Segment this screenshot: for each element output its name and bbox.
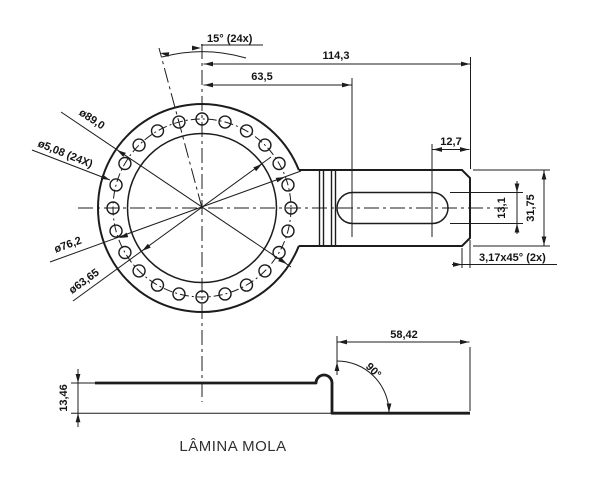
bolt-hole (109, 178, 123, 192)
dim-bend-angle: 90° (334, 360, 392, 414)
dim-chamfer: 3,17x45° (2x) (452, 240, 557, 268)
dim-flat-length: 58,42 (336, 329, 471, 411)
bolt-holes (106, 112, 298, 304)
dim-slot-to-end: 12,7 (431, 136, 470, 237)
bolt-hole (239, 278, 254, 292)
dim-chamfer-label: 3,17x45° (2x) (479, 252, 546, 264)
bolt-hole (132, 264, 146, 278)
slot (336, 191, 449, 225)
bolt-hole (172, 115, 186, 129)
dim-center-to-slot-label: 63,5 (251, 71, 272, 83)
dim-blade-height-label: 13,46 (58, 384, 70, 412)
flange-outline (96, 103, 300, 313)
bolt-hole (258, 138, 272, 152)
side-view: 13,46 58,42 90° (58, 329, 471, 427)
dim-slot-to-end-label: 12,7 (440, 136, 461, 148)
drawing-title: LÂMINA MOLA (179, 438, 286, 455)
blade-profile (95, 373, 470, 415)
bolt-hole (239, 124, 254, 138)
shaft-outline (298, 169, 471, 247)
top-view: 15° (24x) 114,3 63,5 12,7 (31, 33, 557, 402)
centerlines (78, 44, 508, 402)
bolt-hole (118, 156, 132, 171)
dim-flat-length-label: 58,42 (390, 329, 418, 341)
dim-slot-width-label: 13,1 (496, 197, 508, 218)
joint-lines (318, 170, 337, 246)
bolt-hole (109, 224, 123, 238)
bolt-hole (218, 287, 232, 301)
dim-bend-angle-label: 90° (363, 361, 383, 381)
dim-shaft-width: 31,75 (473, 169, 550, 247)
bolt-hole (281, 224, 295, 238)
dim-blade-height: 13,46 (58, 369, 334, 427)
dim-bore-dia: ø63,65 (67, 156, 272, 302)
dim-bore-dia-label: ø63,65 (67, 267, 102, 297)
bolt-hole (106, 201, 120, 215)
bolt-hole (118, 245, 132, 260)
dim-center-to-slot: 63,5 (203, 71, 353, 237)
bolt-hole (258, 264, 272, 278)
bolt-hole (195, 112, 209, 126)
bolt-hole (218, 115, 232, 129)
bore-circle (126, 132, 278, 284)
dim-hole-dia-label: ø5,08 (24X) (36, 138, 95, 171)
bolt-hole (272, 156, 286, 171)
dim-overall-length-label: 114,3 (323, 50, 350, 62)
bolt-hole (284, 201, 298, 215)
dim-flange-outer-dia-label: ø89,0 (77, 107, 107, 132)
bolt-hole (132, 138, 146, 152)
dim-bolt-circle-dia-label: ø76,2 (53, 235, 84, 256)
bolt-hole (195, 290, 209, 304)
bolt-hole (150, 278, 165, 292)
dim-hole-dia: ø5,08 (24X) (31, 138, 111, 183)
bolt-circle (112, 118, 292, 298)
dim-shaft-width-label: 31,75 (525, 194, 537, 222)
bolt-hole (281, 178, 295, 192)
dim-overall-length: 114,3 (203, 50, 471, 169)
dim-angular-pitch-label: 15° (24x) (207, 33, 253, 45)
bolt-hole (150, 124, 165, 138)
dim-angular-pitch: 15° (24x) (159, 33, 263, 59)
dim-slot-width: 13,1 (450, 181, 523, 234)
bolt-hole (172, 287, 186, 301)
